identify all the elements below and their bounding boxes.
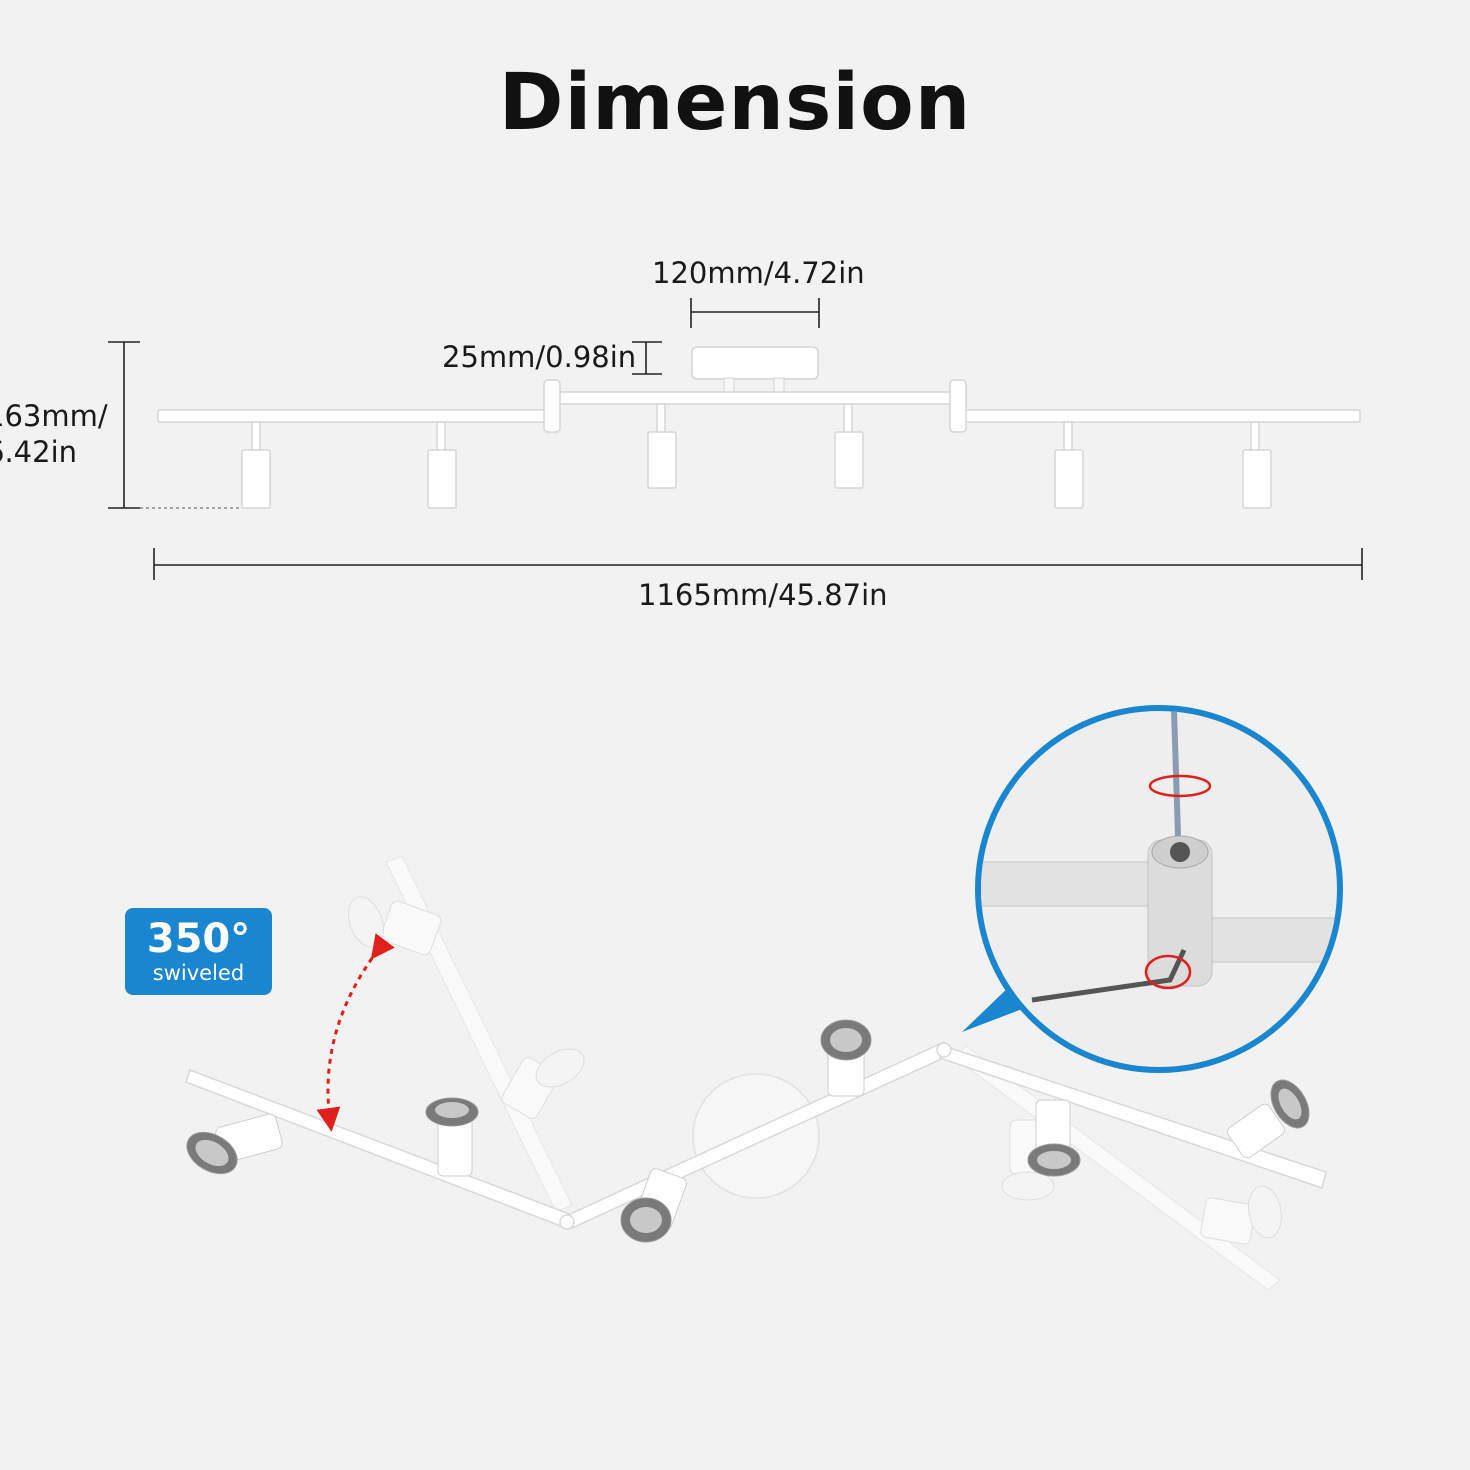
spotlight-heads [241,403,1272,509]
total-height-label-line2: 6.42in [0,435,78,469]
front-elevation-drawing [108,298,1363,580]
track-bars [157,379,1361,433]
canopy-plate [691,346,819,380]
canopy-height-label: 25mm/0.98in [442,340,637,374]
canopy-width-label: 120mm/4.72in [652,256,865,290]
total-length-dimension-line [153,548,1363,580]
total-height-label-line1: 163mm/ [0,399,108,433]
canopy-width-dimension-line [690,298,820,328]
swivel-illustration [185,705,1343,1291]
total-height-label: 163mm/ 6.42in [0,398,108,470]
page-title: Dimension [498,58,972,148]
total-height-dimension-line [108,341,240,509]
swivel-label: swiveled [152,961,245,985]
total-length-label: 1165mm/45.87in [638,578,888,612]
swivel-arrow [316,933,395,1132]
swivel-angle-value: 350° [146,916,251,962]
detail-callout [962,705,1343,1073]
main-spotlights [186,1019,1310,1243]
swivel-badge: 350° swiveled [125,908,272,995]
canopy-height-dimension-line [632,341,662,375]
